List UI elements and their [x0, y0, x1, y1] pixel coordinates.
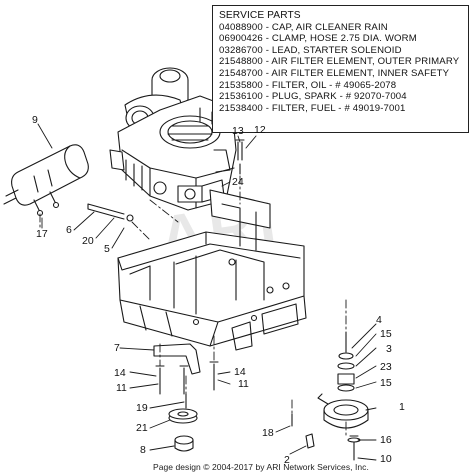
- callout-11: 11: [116, 382, 127, 394]
- callout-10: 10: [380, 453, 392, 465]
- callout-23: 23: [380, 361, 392, 373]
- callout-21: 21: [136, 422, 148, 434]
- callout-20: 20: [82, 235, 94, 247]
- service-parts-box: SERVICE PARTS 04088900 - CAP, AIR CLEANE…: [212, 5, 469, 133]
- callout-6: 6: [66, 224, 72, 236]
- service-part-line: 03286700 - LEAD, STARTER SOLENOID: [219, 44, 402, 56]
- key-drawing: [305, 433, 315, 449]
- left-bolts-drawing: [155, 365, 189, 395]
- clutch-drawing: [317, 393, 369, 429]
- frame-drawing: [117, 189, 307, 351]
- callout-18: 18: [262, 427, 274, 439]
- service-part-line: 21538400 - FILTER, FUEL - # 49019-7001: [219, 102, 406, 114]
- muffler-drawing: [3, 144, 89, 217]
- service-part-line: 04088900 - CAP, AIR CLEANER RAIN: [219, 21, 388, 33]
- callout-5: 5: [104, 243, 110, 255]
- callout-14: 14: [234, 366, 246, 378]
- callout-8: 8: [140, 444, 146, 456]
- callout-2: 2: [284, 454, 290, 466]
- callout-14: 14: [114, 367, 126, 379]
- engine-drawing: [109, 67, 237, 211]
- leader-lines: [37, 123, 377, 461]
- service-parts-title: SERVICE PARTS: [219, 10, 301, 21]
- callout-24: 24: [232, 176, 244, 188]
- service-part-line: 21548800 - AIR FILTER ELEMENT, OUTER PRI…: [219, 56, 460, 68]
- exhaust-nut-drawing: [126, 214, 134, 222]
- service-part-line: 21548700 - AIR FILTER ELEMENT, INNER SAF…: [219, 67, 450, 79]
- callout-16: 16: [380, 434, 392, 446]
- exhaust-pipe-drawing: [87, 203, 125, 220]
- callout-4: 4: [376, 314, 382, 326]
- callout-7: 7: [114, 342, 120, 354]
- solenoid-bolt-drawing: [235, 139, 245, 175]
- service-part-line: 21535800 - FILTER, OIL - # 49065-2078: [219, 79, 397, 91]
- callout-15: 15: [380, 377, 392, 389]
- callout-9: 9: [32, 114, 38, 126]
- pulley-stack-drawing: [168, 393, 198, 452]
- callout-12: 12: [254, 124, 266, 136]
- center-bolt-drawing: [209, 361, 219, 391]
- callout-11: 11: [238, 378, 249, 390]
- service-part-line: 06900426 - CLAMP, HOSE 2.75 DIA. WORM: [219, 33, 417, 45]
- service-part-line: 21536100 - PLUG, SPARK - # 92070-7004: [219, 91, 407, 103]
- callout-15: 15: [380, 328, 392, 340]
- center-lines: [39, 175, 347, 437]
- callout-19: 19: [136, 402, 148, 414]
- callout-1: 1: [399, 401, 405, 413]
- copyright-footer: Page design © 2004-2017 by ARI Network S…: [153, 462, 369, 472]
- bracket-drawing: [153, 343, 201, 375]
- callout-13: 13: [232, 125, 244, 137]
- callout-3: 3: [386, 343, 392, 355]
- clutch-stack-drawing: [337, 331, 355, 392]
- callout-17: 17: [36, 228, 48, 240]
